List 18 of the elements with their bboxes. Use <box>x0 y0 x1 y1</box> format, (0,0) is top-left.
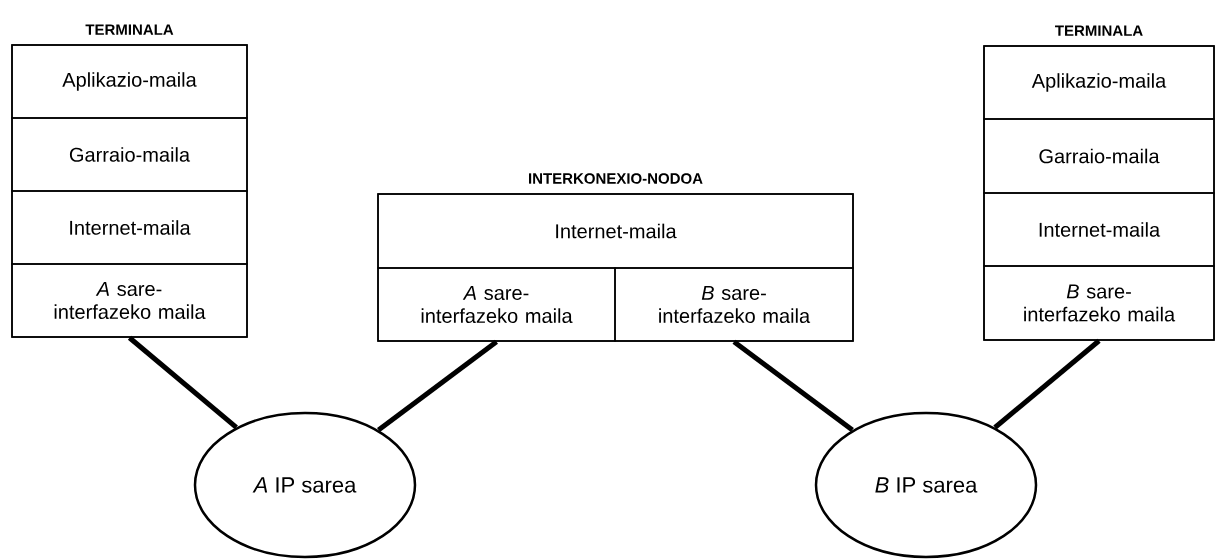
layer-cell: Aplikazio-maila <box>983 45 1215 120</box>
layer-cell: Aplikazio-maila <box>11 44 248 119</box>
connector-line <box>127 335 238 430</box>
layer-cell: A sare-interfazeko maila <box>377 267 616 342</box>
stack-title: TERMINALA <box>1055 25 1143 36</box>
connector-line <box>732 339 854 433</box>
connector-line <box>993 338 1101 430</box>
stack-title: INTERKONEXIO-NODOA <box>529 173 703 184</box>
layer-cell: Internet-maila <box>983 192 1215 267</box>
layer-cell: Internet-maila <box>11 190 248 265</box>
layer-cell: Garraio-maila <box>11 117 248 192</box>
layer-cell: Garraio-maila <box>983 118 1215 194</box>
layer-cell: A sare-interfazeko maila <box>11 263 248 338</box>
layer-cell: B sare-interfazeko maila <box>983 265 1215 341</box>
stack-title: TERMINALA <box>85 24 174 35</box>
layer-cell: Internet-maila <box>377 193 854 269</box>
layer-cell: B sare-interfazeko maila <box>614 267 854 342</box>
connector-line <box>377 339 498 433</box>
